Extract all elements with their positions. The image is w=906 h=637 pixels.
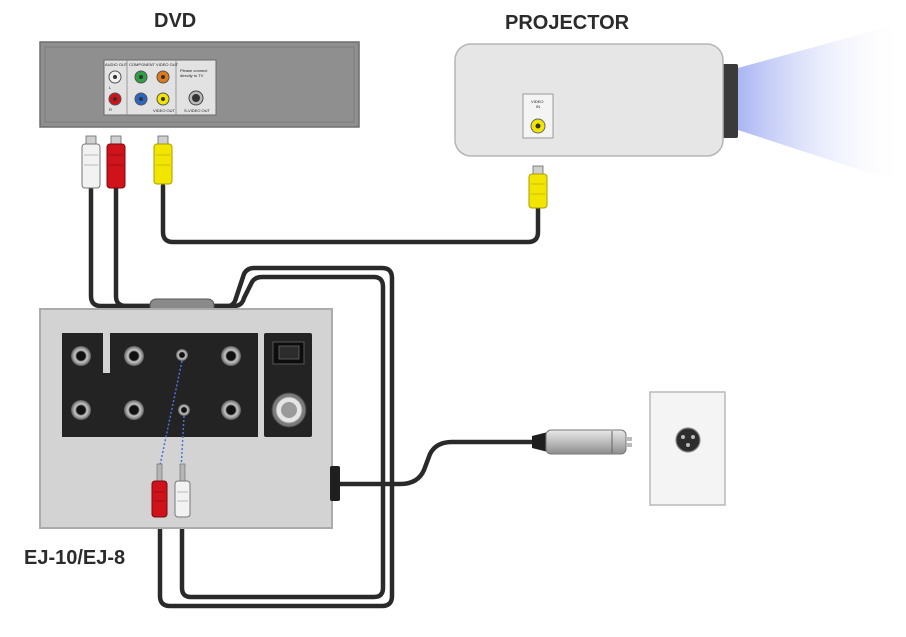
quarter-inch-jack-icon xyxy=(71,346,91,366)
mixer-title: EJ-10/EJ-8 xyxy=(24,547,126,569)
audio-cable-red xyxy=(113,185,163,309)
rca-plug-white-icon xyxy=(81,135,101,189)
dvd-video-out-label: VIDEO OUT xyxy=(153,108,176,113)
mini-jack-icon xyxy=(178,404,190,416)
quarter-inch-jack-icon xyxy=(221,346,241,366)
audio-pair-upper xyxy=(157,265,395,609)
mini-jack-icon xyxy=(176,349,188,361)
mixer-unit xyxy=(39,308,340,529)
hint-line-white xyxy=(180,415,185,471)
xlr-plug-icon xyxy=(532,429,632,455)
xlr-input-socket xyxy=(271,392,307,428)
projector: VIDEO IN xyxy=(454,22,906,185)
dvd-audio-out-label: AUDIO OUT xyxy=(105,62,128,67)
projector-video-in-line1: VIDEO xyxy=(531,99,543,104)
dvd-channel-l: L xyxy=(109,85,112,90)
rca-plug-yellow-icon xyxy=(153,135,173,185)
cables xyxy=(88,183,541,609)
cable-clamp xyxy=(330,466,340,501)
quarter-inch-jack-icon xyxy=(221,400,241,420)
dvd-player: AUDIO OUT COMPONENT VIDEO OUT Please con… xyxy=(39,41,360,128)
rca-plug-red-icon xyxy=(151,463,168,518)
audio-pair-lower xyxy=(179,274,386,600)
projector-title: PROJECTOR xyxy=(505,12,630,34)
dvd-svideo-label: S-VIDEO OUT xyxy=(184,108,211,113)
hint-line-red xyxy=(158,360,183,471)
projector-beam xyxy=(738,22,906,185)
rca-plug-yellow-icon xyxy=(528,165,548,209)
quarter-inch-jack-icon xyxy=(124,400,144,420)
dvd-title: DVD xyxy=(154,10,197,32)
dvd-component-label: COMPONENT VIDEO OUT xyxy=(129,62,179,67)
quarter-inch-jack-icon xyxy=(124,346,144,366)
dvd-channel-r: R xyxy=(109,107,112,112)
dvd-note-line2: directly to TV xyxy=(180,73,204,78)
dvd-note-line1: Please connect xyxy=(180,68,208,73)
projector-video-in-line2: IN xyxy=(536,104,540,109)
rca-plug-red-icon xyxy=(106,135,126,189)
power-switch-icon[interactable] xyxy=(272,341,305,365)
audio-cable-white xyxy=(88,185,163,309)
xlr-cable xyxy=(335,439,538,487)
video-cable xyxy=(160,183,541,245)
xlr-wall-jack-icon xyxy=(649,391,726,506)
rca-plug-white-icon xyxy=(174,463,191,518)
quarter-inch-jack-icon xyxy=(71,400,91,420)
